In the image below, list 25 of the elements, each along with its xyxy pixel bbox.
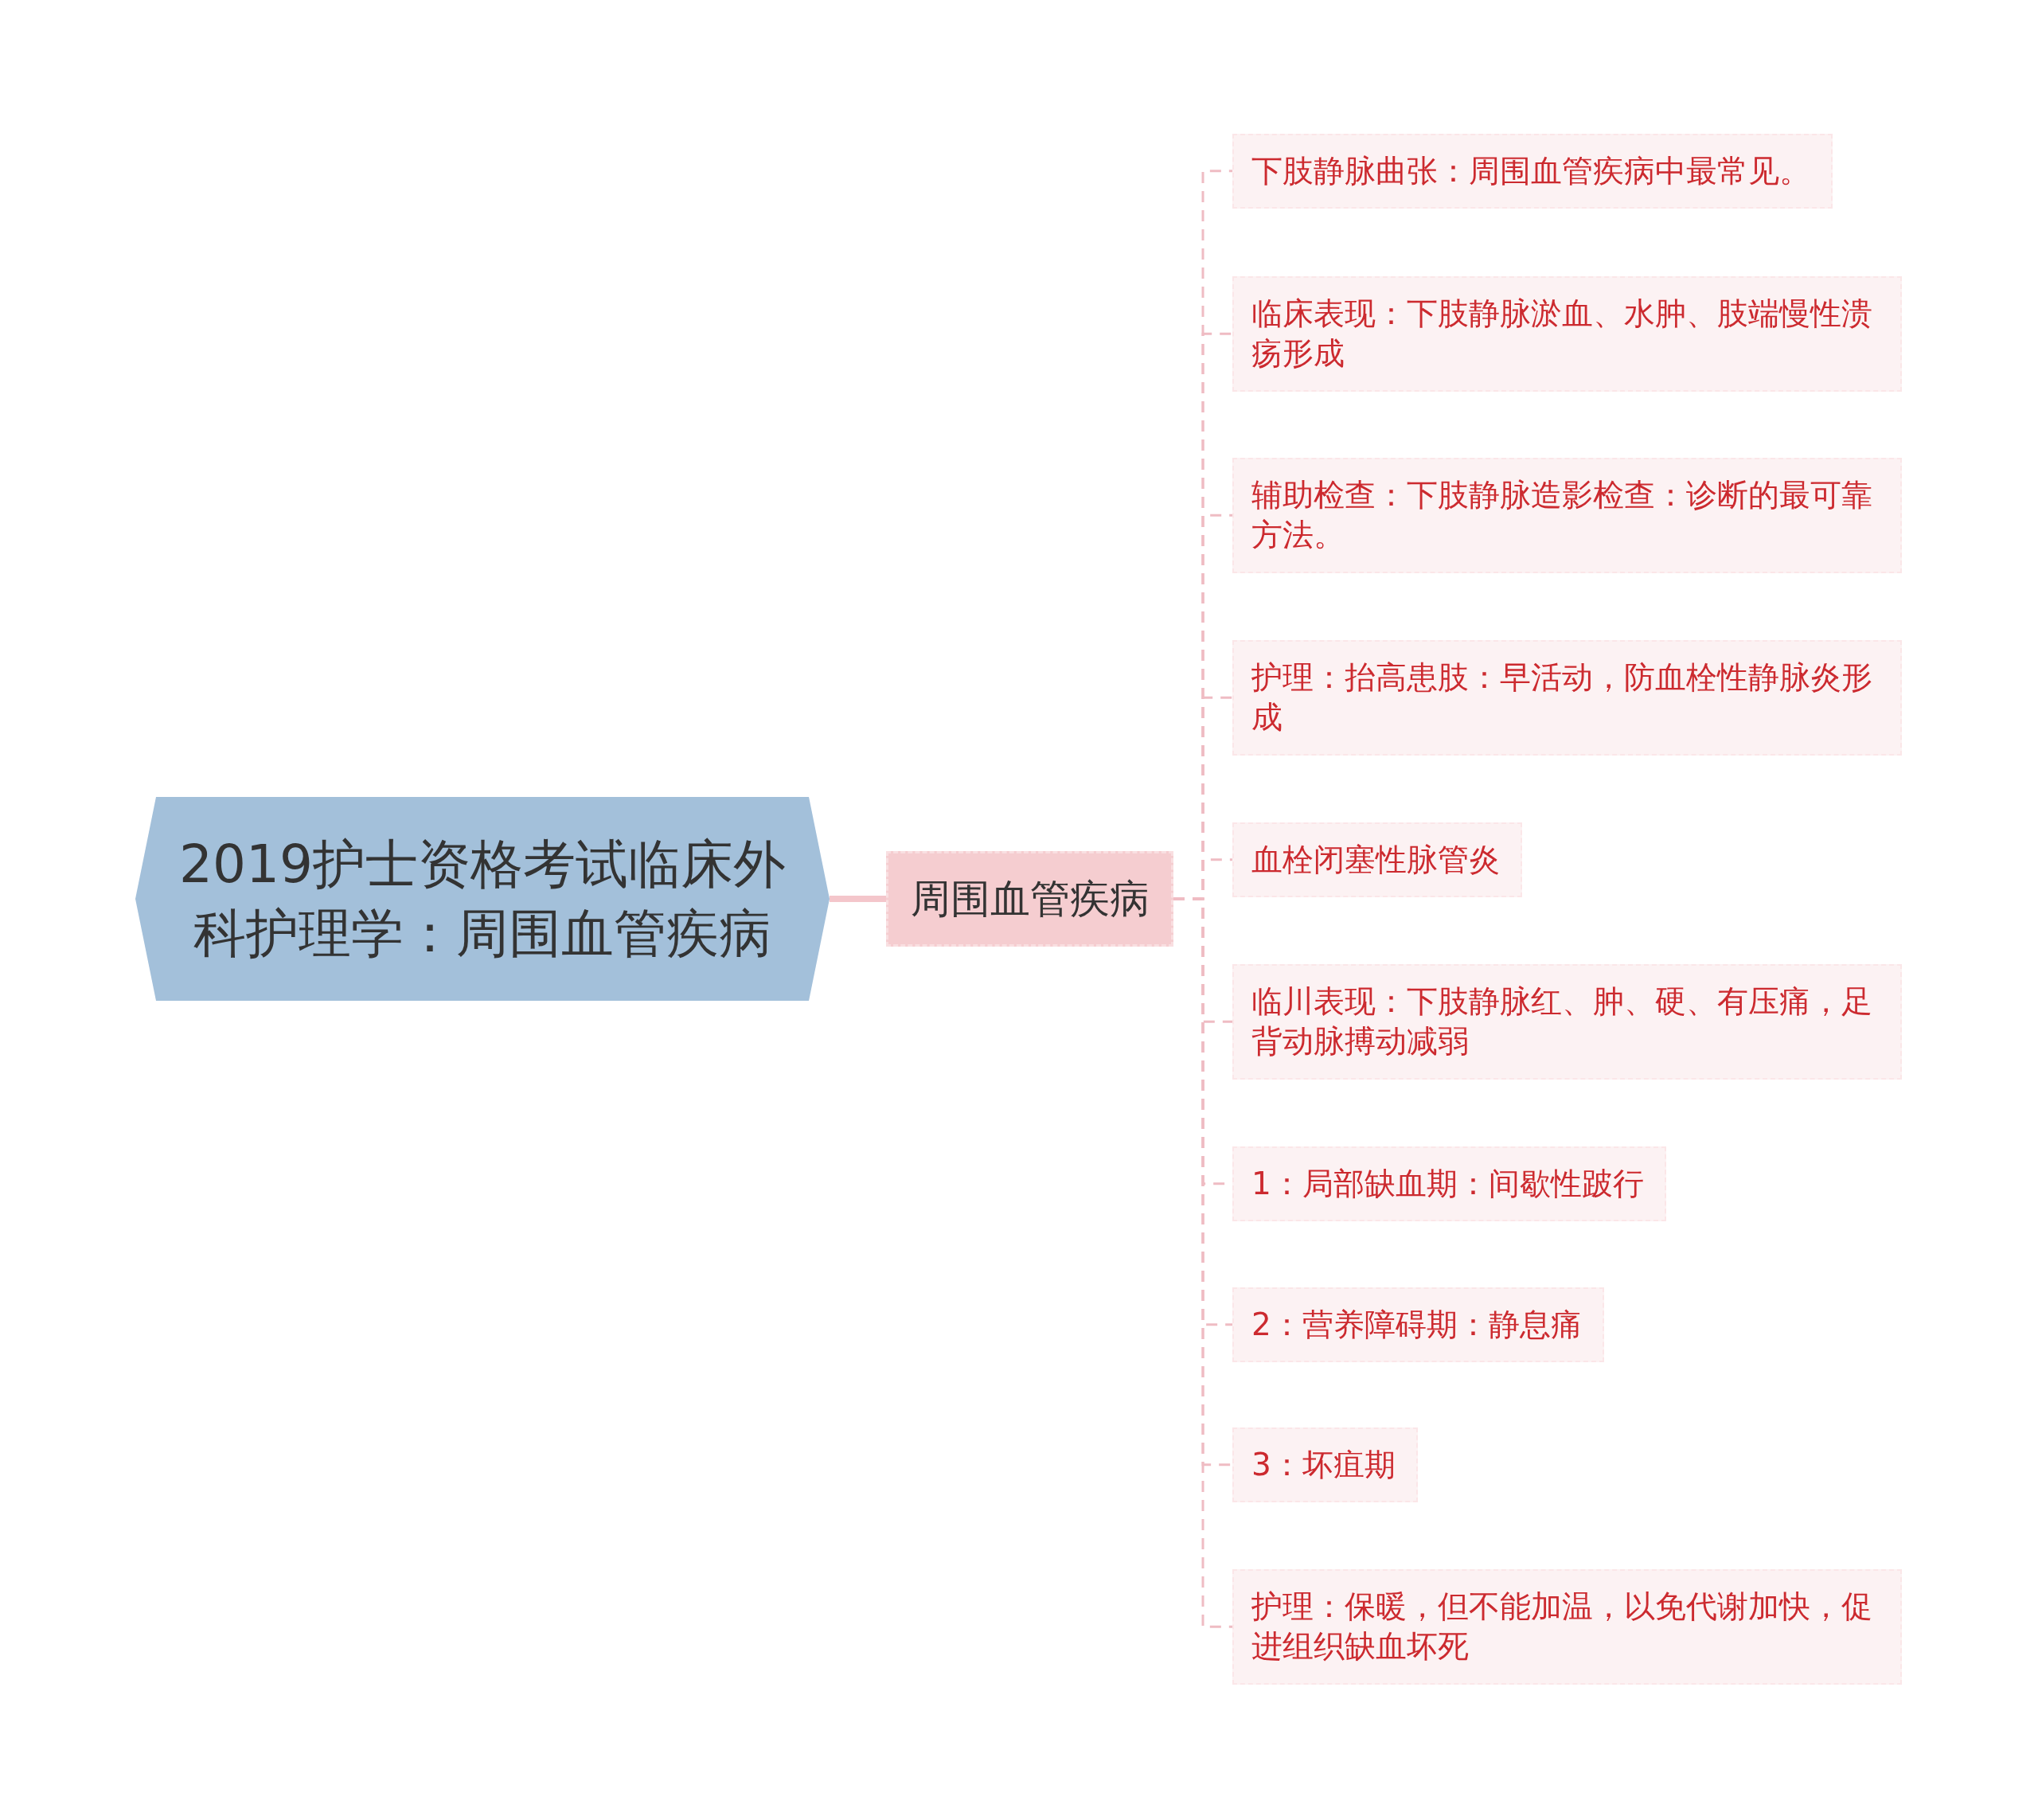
detail-text: 2：营养障碍期：静息痛 [1251, 1305, 1582, 1344]
detail-box [1232, 1287, 1604, 1363]
connector-line [830, 896, 886, 902]
detail-text: 1：局部缺血期：间歇性跛行 [1251, 1164, 1644, 1203]
detail-text: 血栓闭塞性脉管炎 [1251, 840, 1500, 879]
detail-box [1232, 1568, 1902, 1685]
central-topic-text: 2019护士资格考试临床外科护理学：周围血管疾病 [178, 832, 787, 966]
detail-text: 临床表现：下肢静脉淤血、水肿、肢端慢性溃疡形成 [1251, 294, 1873, 373]
detail-box [1232, 275, 1902, 392]
detail-box [1232, 1146, 1666, 1222]
detail-box [1232, 457, 1902, 573]
central-topic-hexagon [135, 797, 830, 1001]
detail-box [1232, 822, 1522, 898]
subtopic-box [886, 851, 1173, 947]
detail-text: 下肢静脉曲张：周围血管疾病中最常见。 [1251, 151, 1810, 190]
detail-text: 3：坏疽期 [1251, 1445, 1396, 1484]
detail-text: 临川表现：下肢静脉红、肿、硬、有压痛，足背动脉搏动减弱 [1251, 982, 1873, 1061]
detail-box [1232, 133, 1833, 209]
detail-text: 辅助检查：下肢静脉造影检查：诊断的最可靠方法。 [1251, 475, 1873, 555]
detail-text: 护理：保暖，但不能加温，以免代谢加快，促进组织缺血坏死 [1251, 1587, 1873, 1666]
detail-text: 护理：抬高患肢：早活动，防血栓性静脉炎形成 [1251, 658, 1873, 737]
subtopic-text: 周围血管疾病 [910, 875, 1150, 923]
detail-box [1232, 963, 1902, 1080]
detail-box [1232, 639, 1902, 756]
detail-box [1232, 1427, 1418, 1503]
